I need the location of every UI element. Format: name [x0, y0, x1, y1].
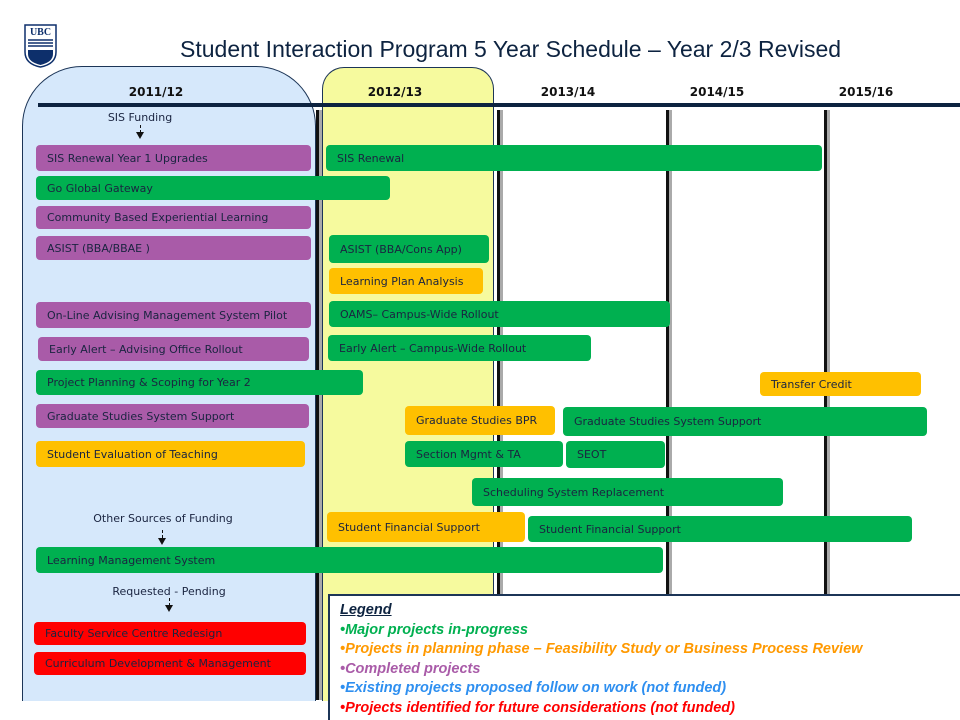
year-header: 2013/14	[540, 85, 596, 99]
project-bar[interactable]: Early Alert – Advising Office Rollout	[38, 337, 309, 361]
project-bar[interactable]: Graduate Studies BPR	[405, 406, 555, 435]
project-bar[interactable]: Curriculum Development & Management	[34, 652, 306, 675]
ubc-logo: UBC	[24, 24, 57, 68]
year-header: 2012/13	[367, 85, 423, 99]
arrow-shaft	[169, 598, 170, 606]
page-title: Student Interaction Program 5 Year Sched…	[180, 36, 842, 62]
project-bar[interactable]: Student Evaluation of Teaching	[36, 441, 305, 467]
arrow-shaft	[140, 125, 141, 133]
year-divider	[824, 110, 827, 595]
project-bar[interactable]: Learning Plan Analysis	[329, 268, 483, 294]
project-bar[interactable]: Transfer Credit	[760, 372, 921, 396]
legend-item-in-progress: •Major projects in-progress	[340, 621, 528, 638]
legend-item-follow-on: •Existing projects proposed follow on wo…	[340, 680, 727, 696]
other-funding-label: Other Sources of Funding	[93, 512, 233, 525]
project-bar[interactable]: Early Alert – Campus-Wide Rollout	[328, 335, 591, 361]
project-bar[interactable]: Section Mgmt & TA	[405, 441, 563, 467]
project-bar[interactable]: Community Based Experiential Learning	[36, 206, 311, 229]
legend-title: Legend	[340, 602, 392, 618]
project-bar[interactable]: ASIST (BBA/Cons App)	[329, 235, 489, 263]
project-bar[interactable]: OAMS– Campus-Wide Rollout	[329, 301, 670, 327]
project-bar[interactable]: Student Financial Support	[327, 512, 525, 542]
legend-item-completed: •Completed projects	[340, 660, 481, 677]
project-bar[interactable]: SIS Renewal	[326, 145, 822, 171]
year-header: 2014/15	[689, 85, 745, 99]
timeline-axis	[38, 103, 960, 107]
project-bar[interactable]: Learning Management System	[36, 547, 663, 573]
year-divider	[316, 110, 319, 700]
year-divider	[666, 110, 669, 595]
down-arrow-icon	[158, 538, 166, 545]
legend-item-future: •Projects identified for future consider…	[340, 699, 735, 716]
sis-funding-label: SIS Funding	[107, 111, 173, 124]
project-bar[interactable]: Student Financial Support	[528, 516, 912, 542]
legend-item-planning: •Projects in planning phase – Feasibilit…	[340, 641, 863, 657]
project-bar[interactable]: SIS Renewal Year 1 Upgrades	[36, 145, 311, 171]
legend: Legend •Major projects in-progress •Proj…	[328, 594, 960, 720]
project-bar[interactable]: On-Line Advising Management System Pilot	[36, 302, 311, 328]
year-header: 2011/12	[128, 85, 184, 99]
down-arrow-icon	[136, 132, 144, 139]
project-bar[interactable]: Project Planning & Scoping for Year 2	[36, 370, 363, 395]
project-bar[interactable]: Scheduling System Replacement	[472, 478, 783, 506]
project-bar[interactable]: Go Global Gateway	[36, 176, 390, 200]
requested-pending-label: Requested - Pending	[112, 585, 226, 598]
arrow-shaft	[162, 530, 163, 538]
year-header: 2015/16	[838, 85, 894, 99]
project-bar[interactable]: SEOT	[566, 441, 665, 468]
project-bar[interactable]: Graduate Studies System Support	[36, 404, 309, 428]
project-bar[interactable]: Faculty Service Centre Redesign	[34, 622, 306, 645]
down-arrow-icon	[165, 605, 173, 612]
project-bar[interactable]: ASIST (BBA/BBAE )	[36, 236, 311, 260]
svg-text:UBC: UBC	[30, 27, 51, 38]
project-bar[interactable]: Graduate Studies System Support	[563, 407, 927, 436]
